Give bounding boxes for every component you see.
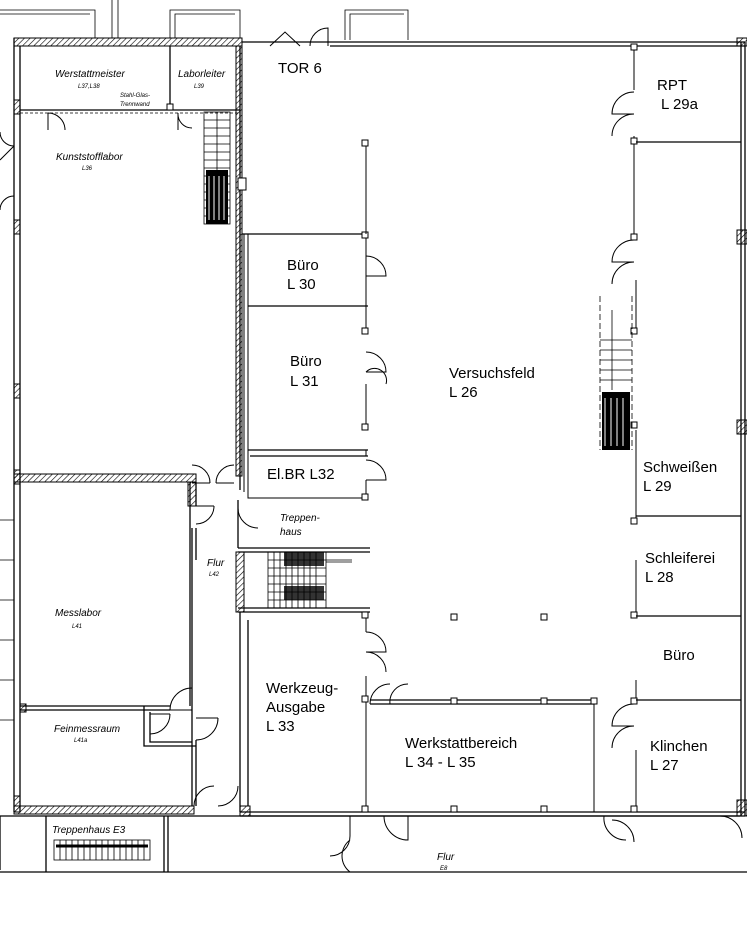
right-column-walls [599,43,741,813]
label-werkzeug-1: Werkzeug- [266,680,338,697]
label-feinmessraum-num: L41a [74,738,88,744]
label-flur-bottom: Flur [437,852,455,863]
werkstatt-walls [369,613,598,813]
kunststofflabor-stair [203,111,231,225]
label-buero31-num: L 31 [290,373,319,390]
label-flur-mid: Flur [207,558,225,569]
label-klinchen: Klinchen [650,738,708,755]
label-buero-right: Büro [663,647,695,664]
label-kunststofflabor: Kunststofflabor [56,152,123,163]
label-schweissen: Schweißen [643,459,717,476]
label-laborleiter: Laborleiter [178,69,226,80]
label-werkzeug-2: Ausgabe [266,699,325,716]
label-werkstattmeister-num: L37,L38 [78,84,100,90]
label-kunststofflabor-num: L36 [82,166,93,172]
label-rpt: RPT [657,77,687,94]
label-flur-mid-num: L42 [209,572,220,578]
label-buero31: Büro [290,353,322,370]
label-buero30-num: L 30 [287,276,316,293]
label-messlabor: Messlabor [55,608,102,619]
label-schleiferei: Schleiferei [645,550,715,567]
label-laborleiter-num: L39 [194,84,205,90]
label-treppenhaus-2: haus [280,527,302,538]
label-treppenhaus-1: Treppen- [280,513,321,524]
label-stahl-1: Stahl-Glas- [120,93,150,99]
label-schleiferei-num: L 28 [645,569,674,586]
label-werkstattmeister: Werstattmeister [55,69,125,80]
center-rooms [193,139,388,813]
label-werkzeug-num: L 33 [266,718,295,735]
label-feinmessraum: Feinmessraum [54,724,120,735]
label-klinchen-num: L 27 [650,757,679,774]
label-stahl-2: Trennwand [120,102,150,108]
label-treppenhaus-e3: Treppenhaus E3 [52,825,126,836]
label-schweissen-num: L 29 [643,478,672,495]
label-tor6: TOR 6 [278,60,322,77]
label-messlabor-num: L41 [72,624,82,630]
bottom-exterior [0,815,747,873]
label-versuchsfeld-num: L 26 [449,384,478,401]
left-exterior-doors [0,131,15,721]
label-versuchsfeld: Versuchsfeld [449,365,535,382]
label-werkstatt: Werkstattbereich [405,735,517,752]
versuchsfeld-stair [599,296,633,450]
label-rpt-num: L 29a [661,96,699,113]
label-elbr: El.BR L32 [267,466,335,483]
label-flur-bottom-num: E8 [440,866,448,872]
bottom-stair [53,839,151,861]
tor6-gate [269,27,329,47]
label-werkstatt-num: L 34 - L 35 [405,754,476,771]
left-wing-walls [13,45,247,806]
top-fragments [0,0,409,40]
label-buero30: Büro [287,257,319,274]
center-stair [267,551,352,609]
